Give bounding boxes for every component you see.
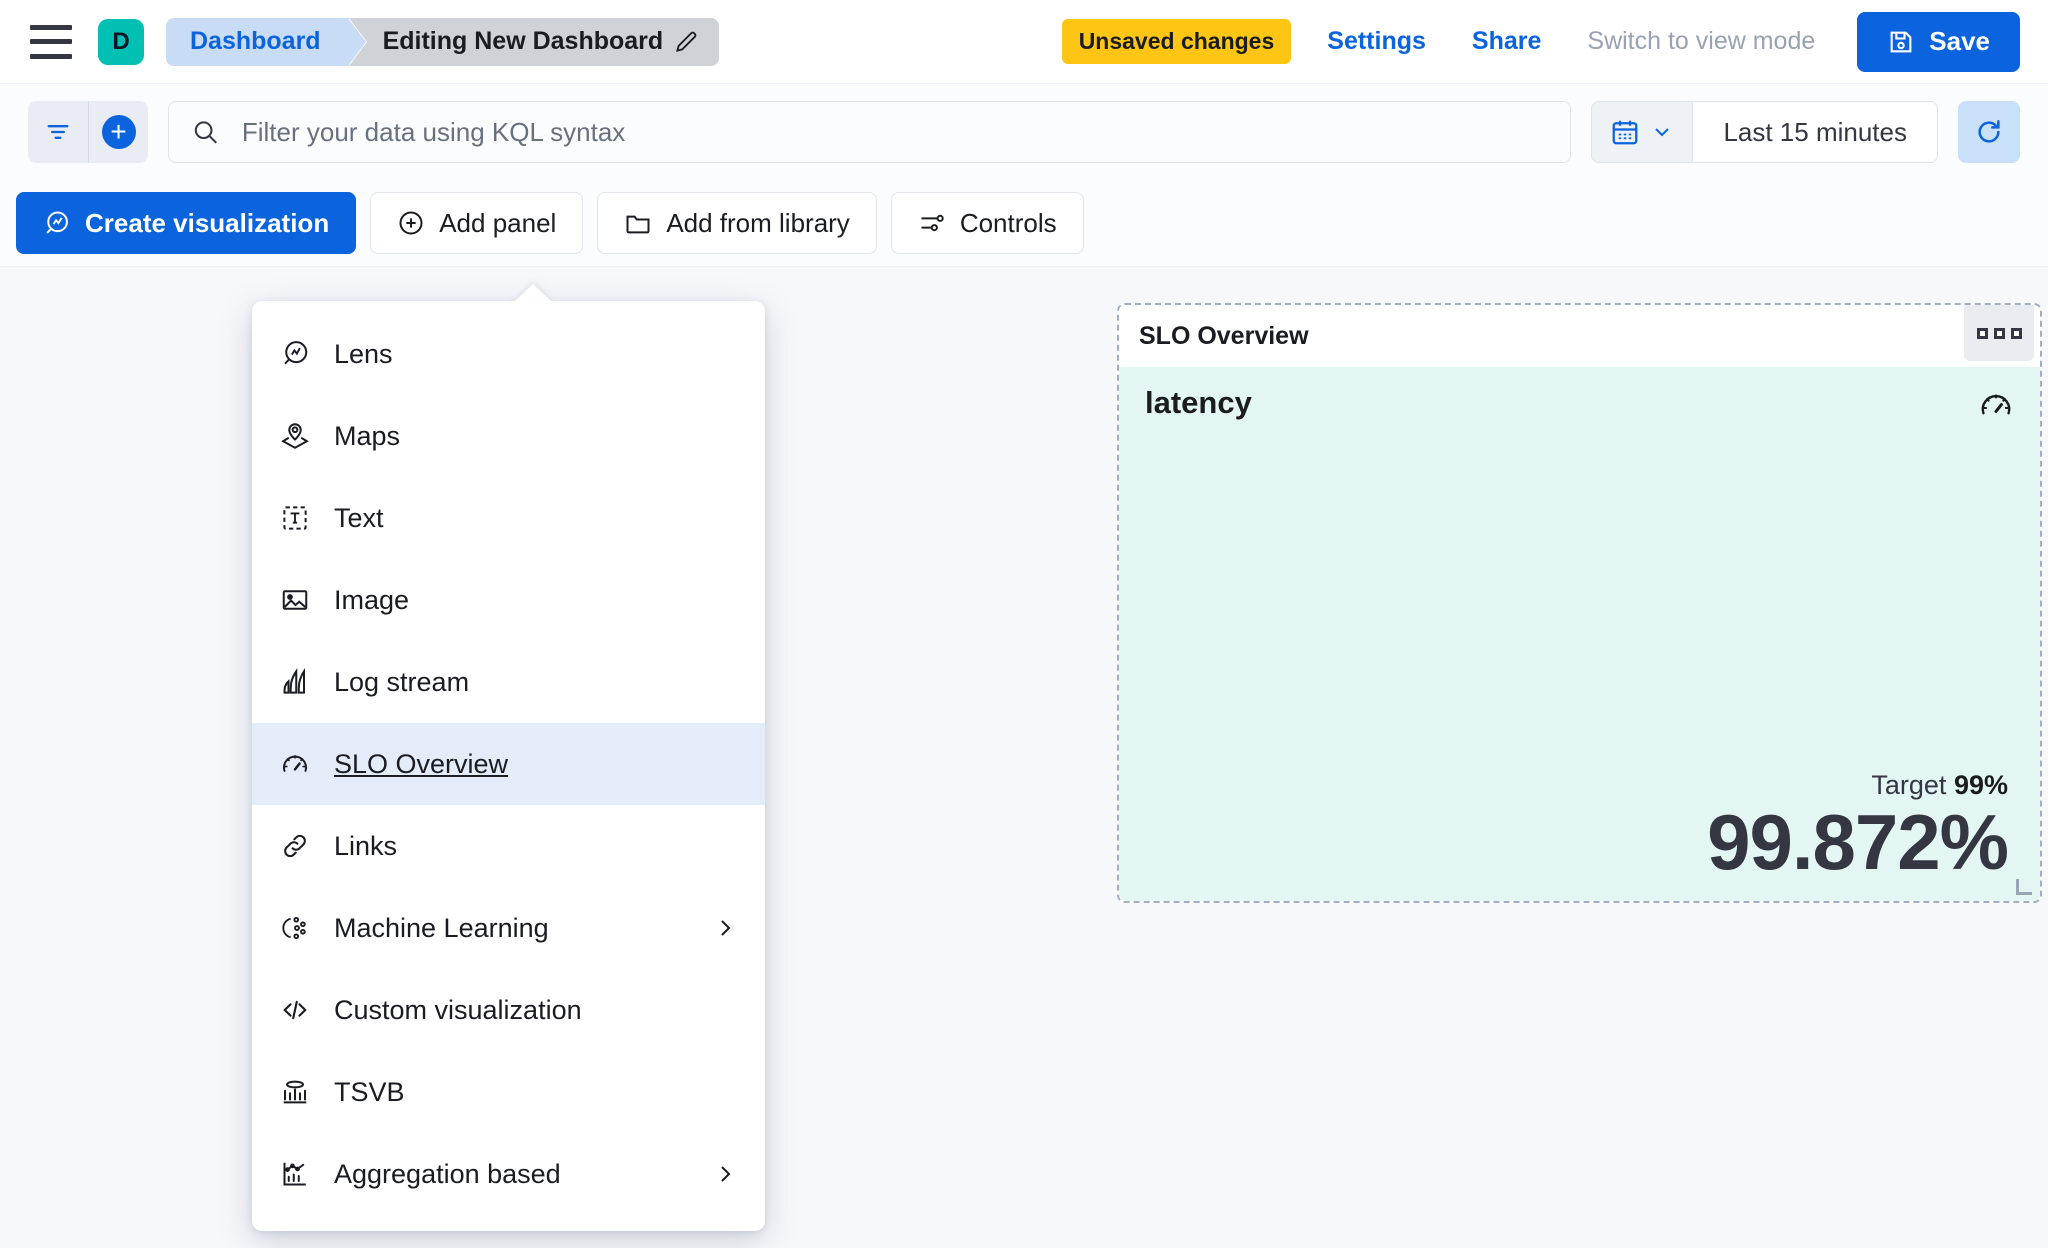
gauge-icon — [280, 749, 310, 779]
menu-item-label: Image — [334, 584, 410, 615]
date-picker: Last 15 minutes — [1591, 101, 1938, 163]
add-panel-button[interactable]: Add panel — [370, 192, 584, 254]
save-button[interactable]: Save — [1857, 11, 2020, 72]
slo-target-value: 99% — [1953, 770, 2008, 800]
menu-item-label: SLO Overview — [334, 748, 509, 779]
code-icon — [280, 995, 310, 1025]
menu-item-maps[interactable]: Maps — [252, 395, 765, 477]
menu-item-label: Maps — [334, 420, 401, 451]
plus-circle-icon — [399, 211, 423, 235]
share-button[interactable]: Share — [1471, 27, 1542, 55]
agg-based-icon — [280, 1159, 310, 1189]
add-filter-button[interactable]: + — [88, 101, 148, 163]
menu-item-image[interactable]: Image — [252, 559, 765, 641]
avatar[interactable]: D — [98, 18, 144, 65]
chevron-right-icon — [721, 920, 731, 936]
header-actions: Unsaved changes Settings Share Switch to… — [1061, 11, 2020, 72]
refresh-button[interactable] — [1958, 101, 2020, 163]
controls-button[interactable]: Controls — [890, 192, 1084, 254]
breadcrumb-dashboard[interactable]: Dashboard — [166, 17, 366, 66]
date-quick-select-button[interactable] — [1592, 102, 1694, 162]
save-disk-icon — [1890, 31, 1912, 52]
menu-item-aggregation-based[interactable]: Aggregation based — [252, 1133, 765, 1215]
refresh-icon — [1978, 120, 2000, 143]
breadcrumb-current-label: Editing New Dashboard — [382, 27, 664, 55]
search-input[interactable] — [241, 116, 1549, 148]
slo-name: latency — [1145, 385, 1252, 420]
panel-header: SLO Overview — [1119, 305, 2040, 367]
menu-item-slo-overview[interactable]: SLO Overview — [252, 723, 765, 805]
chevron-down-icon — [1655, 128, 1670, 137]
menu-item-custom-visualization[interactable]: Custom visualization — [252, 969, 765, 1051]
menu-item-lens[interactable]: Lens — [252, 313, 765, 395]
app-header: D Dashboard Editing New Dashboard Unsave… — [0, 0, 2048, 84]
gauge-icon — [1981, 394, 2011, 415]
dashboard-canvas: Lens Maps Text — [0, 266, 2048, 1248]
status-badge-unsaved: Unsaved changes — [1061, 19, 1292, 64]
text-icon — [280, 503, 310, 533]
settings-button[interactable]: Settings — [1327, 27, 1426, 55]
menu-item-label: Text — [334, 502, 384, 533]
menu-item-label: Links — [334, 830, 398, 861]
panel-menu-icon[interactable] — [1964, 305, 2034, 361]
add-panel-label: Add panel — [439, 207, 557, 238]
menu-item-tsvb[interactable]: TSVB — [252, 1051, 765, 1133]
filter-icon[interactable] — [28, 101, 88, 163]
menu-item-log-stream[interactable]: Log stream — [252, 641, 765, 723]
tsvb-icon — [280, 1077, 310, 1107]
add-from-library-label: Add from library — [666, 207, 850, 238]
pencil-icon[interactable] — [673, 29, 699, 55]
filter-controls: + — [28, 101, 148, 163]
panel-title: SLO Overview — [1139, 321, 1309, 350]
calendar-icon — [1613, 120, 1638, 145]
slo-target: Target 99% — [1707, 770, 2008, 801]
chevron-right-icon — [721, 1166, 731, 1182]
dashboard-toolbar: Create visualization Add panel Add from … — [0, 180, 2048, 266]
breadcrumb-dashboard-label: Dashboard — [190, 27, 321, 55]
link-icon — [280, 831, 310, 861]
menu-item-links[interactable]: Links — [252, 805, 765, 887]
breadcrumb-current[interactable]: Editing New Dashboard — [348, 17, 720, 66]
menu-item-label: Machine Learning — [334, 912, 549, 943]
switch-view-mode-button[interactable]: Switch to view mode — [1587, 27, 1816, 55]
menu-item-label: Aggregation based — [334, 1158, 561, 1189]
maps-icon — [280, 421, 310, 451]
breadcrumb: Dashboard Editing New Dashboard — [166, 17, 720, 66]
add-panel-menu: Lens Maps Text — [252, 284, 765, 1231]
add-from-library-button[interactable]: Add from library — [597, 192, 877, 254]
create-visualization-label: Create visualization — [85, 207, 330, 238]
popover-arrow — [514, 284, 552, 302]
controls-icon — [921, 214, 944, 232]
image-icon — [280, 585, 310, 615]
date-range-value[interactable]: Last 15 minutes — [1723, 116, 1907, 147]
menu-item-label: Custom visualization — [334, 994, 582, 1025]
ml-icon — [280, 913, 310, 943]
menu-item-label: TSVB — [334, 1076, 405, 1107]
slo-target-label: Target — [1871, 770, 1947, 800]
plus-circle-icon: + — [101, 115, 136, 149]
lens-icon — [280, 339, 310, 369]
slo-overview-panel[interactable]: SLO Overview latency Target 99% 99.872% — [1117, 303, 2042, 903]
menu-item-machine-learning[interactable]: Machine Learning — [252, 887, 765, 969]
hamburger-icon[interactable] — [30, 24, 72, 59]
folder-icon — [626, 215, 650, 234]
panel-body: latency Target 99% 99.872% — [1119, 367, 2040, 901]
slo-values: Target 99% 99.872% — [1707, 770, 2009, 886]
search-input-wrapper[interactable] — [168, 101, 1572, 163]
search-icon — [194, 121, 217, 144]
slo-sli-value: 99.872% — [1707, 798, 2009, 886]
query-bar: + Last 15 minutes — [0, 84, 2048, 180]
save-button-label: Save — [1929, 26, 1990, 56]
menu-item-label: Log stream — [334, 666, 470, 697]
panel-resize-handle[interactable] — [2016, 879, 2032, 895]
lens-icon — [46, 211, 68, 234]
menu-item-label: Lens — [334, 338, 393, 369]
create-visualization-button[interactable]: Create visualization — [16, 192, 357, 254]
menu-item-text[interactable]: Text — [252, 477, 765, 559]
controls-label: Controls — [959, 207, 1057, 238]
log-stream-icon — [280, 667, 310, 697]
